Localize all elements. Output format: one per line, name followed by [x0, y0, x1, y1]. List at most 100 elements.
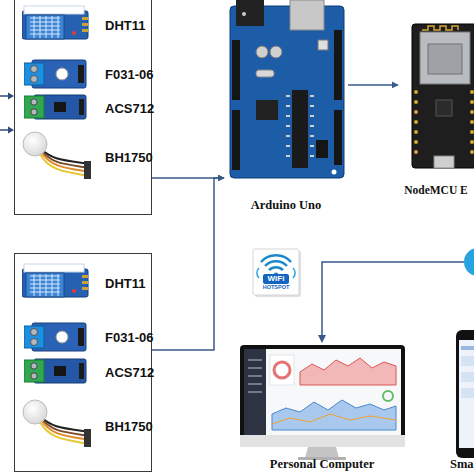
sensor-module: BH1750 — [19, 129, 147, 185]
sensor-images-part — [24, 323, 86, 351]
computer-monitor-part — [383, 391, 393, 401]
node-label: ACS712 — [105, 101, 154, 116]
computer-monitor-part — [240, 435, 405, 447]
smartphone — [456, 330, 474, 458]
nodemcu-board-part-part — [414, 120, 418, 124]
wifi-module: NodeMCU E — [398, 18, 474, 198]
arduino-board-part — [242, 12, 246, 16]
node-label: Arduino Uno — [251, 198, 322, 213]
wifi-icon-part — [265, 261, 287, 266]
arduino-board-part — [236, 0, 264, 26]
arduino-board-part — [332, 170, 337, 175]
node-label: Personal Computer — [270, 457, 375, 472]
sensor-module: DHT11 — [19, 5, 147, 45]
arduino-board-part — [232, 110, 240, 170]
sensor-images-part — [24, 60, 86, 88]
sensor-module: F031-06 — [19, 318, 147, 356]
node-label: DHT11 — [105, 276, 145, 291]
computer-monitor-part — [300, 358, 396, 385]
sensor-images-part — [22, 6, 88, 39]
sensor-group: DHT11F031-06ACS712BH1750 — [14, 0, 152, 215]
arduino-board-part — [256, 70, 274, 77]
arduino-board — [230, 0, 344, 178]
node-label: DHT11 — [105, 18, 145, 33]
nodemcu-board-part-part — [414, 130, 418, 134]
nodemcu-board-part-part — [470, 150, 474, 154]
sensor-group: DHT11F031-06ACS712BH1750 — [14, 253, 152, 472]
network-line-part — [322, 262, 464, 337]
arduino-board-part — [334, 30, 342, 100]
controller-board: Arduino Uno — [224, 0, 348, 215]
nodemcu-board-part-part — [470, 130, 474, 134]
node-label: BH1750 — [105, 150, 153, 165]
nodemcu-board-part-part — [470, 100, 474, 104]
sensor-module: BH1750 — [19, 398, 147, 454]
arduino-board-part — [232, 40, 240, 100]
arduino-board-part — [290, 0, 324, 30]
nodemcu-board-part — [436, 100, 452, 116]
network-line — [318, 248, 474, 343]
node-label: F031-06 — [105, 330, 153, 345]
connector-arrow — [152, 178, 224, 350]
nodemcu-board-part-part — [414, 150, 418, 154]
nodemcu-board-part-part — [470, 140, 474, 144]
network-line-part — [464, 248, 474, 276]
computer-monitor-part — [270, 355, 294, 385]
nodemcu-board-part-part — [414, 90, 418, 94]
computer-monitor-part — [244, 349, 266, 435]
node-label: NodeMCU E — [404, 184, 468, 196]
computer-monitor-part — [274, 362, 290, 378]
sensor-images — [22, 6, 91, 447]
computer-monitor-part — [240, 345, 405, 447]
node-label: Sma — [450, 457, 474, 472]
node-label: BH1750 — [105, 419, 153, 434]
nodemcu-board-part — [412, 24, 474, 168]
computer-monitor-part — [305, 447, 339, 458]
computer-node: Personal Computer — [236, 343, 408, 474]
nodemcu-board-part-part — [470, 120, 474, 124]
nodemcu-board-part-part — [470, 90, 474, 94]
wifi-icon-part — [261, 255, 291, 262]
nodemcu-board-part — [422, 26, 458, 30]
nodemcu-board-part — [420, 32, 470, 84]
sensor-module: ACS712 — [19, 356, 147, 388]
input-arrow — [0, 93, 14, 134]
node-label: HOTSPOT — [263, 284, 290, 291]
node-label: ACS712 — [105, 365, 154, 380]
smartphone-part — [461, 372, 474, 382]
arduino-board-part — [334, 110, 342, 165]
arduino-board-part — [316, 140, 328, 158]
wifi-icon-part — [269, 267, 283, 270]
sensor-images-part — [22, 264, 88, 297]
sensor-module: DHT11 — [19, 262, 147, 304]
nodemcu-board-part — [414, 90, 474, 154]
arduino-board-part — [256, 100, 278, 120]
smartphone-part — [461, 356, 474, 366]
sensor-module: F031-06 — [19, 55, 147, 93]
arduino-board-part — [256, 46, 268, 58]
sensor-module: ACS712 — [19, 91, 147, 125]
nodemcu-board-part — [434, 156, 454, 168]
computer-monitor — [240, 345, 405, 460]
node-label: F031-06 — [105, 67, 153, 82]
nodemcu-board-part — [428, 44, 462, 74]
smartphone-part — [461, 388, 474, 398]
nodemcu-board-part-part — [414, 140, 418, 144]
nodemcu-board-part-part — [470, 110, 474, 114]
node-label: WiFi — [263, 274, 290, 284]
wifi-icon — [253, 249, 301, 297]
sensor-images-part — [23, 400, 91, 447]
nodemcu-board — [412, 24, 474, 168]
connector-arrow — [348, 84, 398, 86]
arduino-board-part — [318, 40, 328, 50]
arduino-board-part — [230, 6, 344, 178]
wifi-icon-part — [253, 249, 299, 295]
computer-monitor-part — [248, 360, 262, 392]
nodemcu-board-part-part — [414, 100, 418, 104]
sensor-images-part — [23, 132, 91, 179]
sensor-images-part — [24, 359, 86, 383]
smartphone-part — [461, 346, 474, 350]
